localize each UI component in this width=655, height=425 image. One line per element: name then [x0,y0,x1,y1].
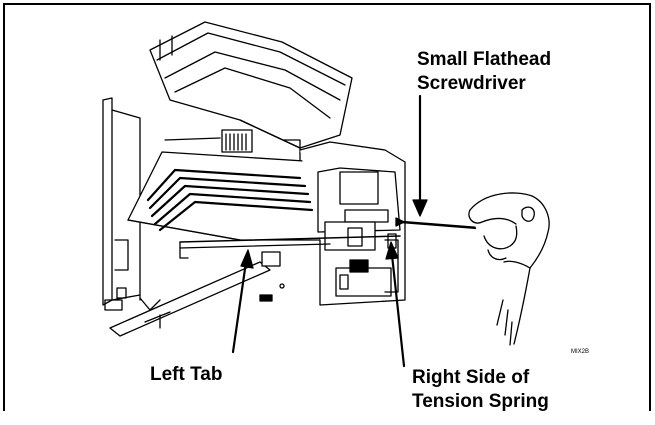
hand [468,192,550,346]
printer-side-panel [102,97,141,306]
callout-left-tab: Left Tab [150,364,223,385]
callout-screwdriver-line1: Small Flathead [417,49,552,70]
arrow-left-tab [231,249,254,354]
arrow-tension-spring [385,241,406,368]
figure-frame [3,3,651,411]
paper-tray [127,151,321,241]
hinge-clip [164,129,301,163]
printer-cover [149,21,353,149]
callout-screwdriver-line2: Screwdriver [417,73,526,94]
tension-spring [179,235,401,259]
callout-spring-line2: Tension Spring [412,391,549,412]
arrow-screwdriver [412,94,428,217]
printer-chassis [299,141,406,306]
lower-linkage [104,251,285,337]
figure-code: MIX2B [571,349,590,355]
callout-spring-line1: Right Side of [412,367,530,388]
